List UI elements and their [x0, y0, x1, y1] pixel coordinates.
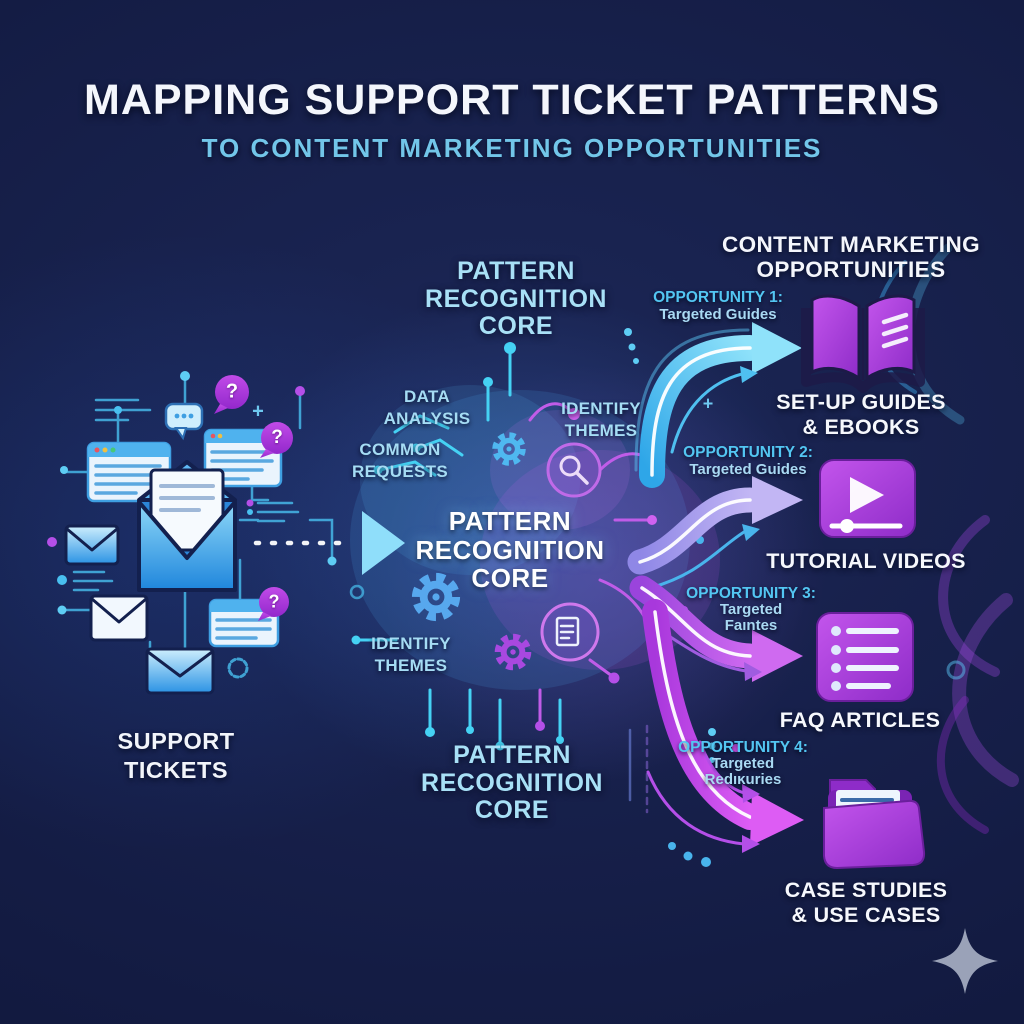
background-swooshes — [873, 243, 1019, 834]
content-marketing-header: CONTENT MARKETING OPPORTUNITIES — [721, 232, 981, 283]
core-label-top: PATTERN RECOGNITION CORE — [425, 257, 607, 340]
case-studies-label: CASE STUDIES & USE CASES — [784, 878, 948, 927]
core-circuit-lines — [358, 350, 654, 744]
data-analysis-label: DATA ANALYSIS — [383, 387, 471, 428]
envelope-icon — [64, 524, 120, 566]
opportunity-3-sub: Faıntes — [724, 617, 778, 634]
opportunity-2-label: OPPORTUNITY 2: — [683, 444, 813, 461]
opportunity-3-sub: Targeted — [719, 601, 783, 618]
support-tickets-label: SUPPORT TICKETS — [117, 728, 235, 783]
open-envelope-icon — [137, 460, 237, 592]
opportunity-arrows — [627, 322, 804, 853]
question-mark-glyph: ? — [225, 380, 239, 403]
chat-bubble-icon — [164, 402, 204, 441]
envelope-icon — [89, 594, 149, 642]
question-bubble-icon — [214, 375, 249, 414]
opportunity-3-label: OPPORTUNITY 3: — [686, 585, 816, 602]
video-icon — [819, 459, 916, 538]
envelope-icon — [145, 647, 215, 695]
core-label-bottom: PATTERN RECOGNITION CORE — [421, 741, 603, 824]
question-bubble-icon — [260, 422, 293, 458]
book-icon — [801, 294, 925, 393]
tutorial-videos-label: TUTORIAL VIDEOS — [766, 549, 966, 573]
opportunity-4-sub: Redıĸuries — [704, 771, 782, 788]
opportunity-1-label: OPPORTUNITY 1: — [653, 289, 783, 306]
page-subtitle: TO CONTENT MARKETING OPPORTUNITIES — [201, 133, 823, 163]
identify-themes-label: IDENTIFY THEMES — [371, 634, 451, 675]
question-bubble-icon — [258, 587, 289, 621]
opportunity-2-sub: Targeted Guides — [689, 461, 807, 478]
document-node-icon — [540, 602, 600, 662]
opportunity-4-label: OPPORTUNITY 4: — [678, 739, 808, 756]
page-title: MAPPING SUPPORT TICKET PATTERNS — [84, 76, 940, 124]
identify-themes-label: IDENTIFY THEMES — [561, 399, 641, 440]
core-label-center: PATTERN RECOGNITION CORE — [415, 506, 605, 594]
common-requests-label: COMMON REQUESTS — [352, 440, 448, 481]
folder-icon — [823, 779, 926, 870]
core-circuit-nodes — [351, 328, 740, 867]
analysis-node-icon — [546, 442, 602, 498]
opportunity-4-sub: Targeted — [711, 755, 775, 772]
question-mark-glyph: ? — [268, 591, 280, 612]
faq-articles-label: FAQ ARTICLES — [779, 708, 941, 732]
opportunity-1-sub: Targeted Guides — [659, 306, 777, 323]
faq-list-icon — [816, 612, 914, 702]
setup-guides-label: SET-UP GUIDES & EBOOKS — [776, 390, 946, 439]
plus-glyph: + — [252, 400, 264, 423]
tickets-to-core-arrow — [246, 511, 405, 575]
question-mark-glyph: ? — [271, 427, 283, 448]
sparkle-star-icon — [932, 928, 998, 994]
plus-glyph: + — [702, 393, 714, 414]
